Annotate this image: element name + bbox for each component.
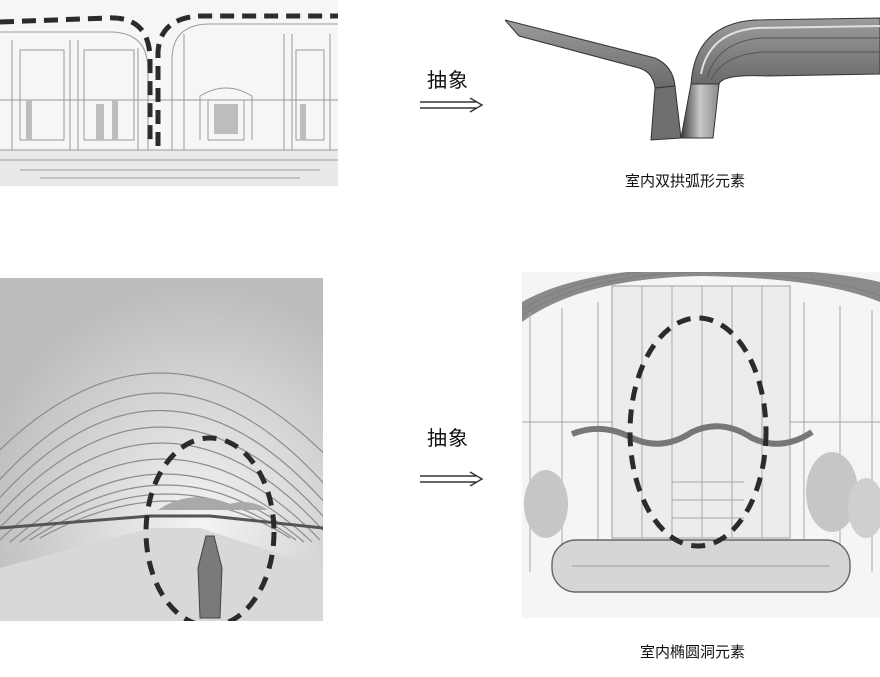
caption-double-arch: 室内双拱弧形元素 (625, 172, 746, 190)
interior-sketch-image (522, 272, 880, 618)
facade-sketch-image (0, 0, 338, 186)
tunnel-photo-image (0, 278, 323, 621)
arrow-right-icon (420, 471, 484, 487)
abstract-label-top: 抽象 (427, 68, 469, 92)
caption-ellipse-hole: 室内椭圆洞元素 (640, 643, 746, 661)
abstract-label-bottom: 抽象 (427, 426, 469, 450)
arrow-right-icon (420, 97, 484, 113)
double-arch-render-image (505, 14, 880, 142)
